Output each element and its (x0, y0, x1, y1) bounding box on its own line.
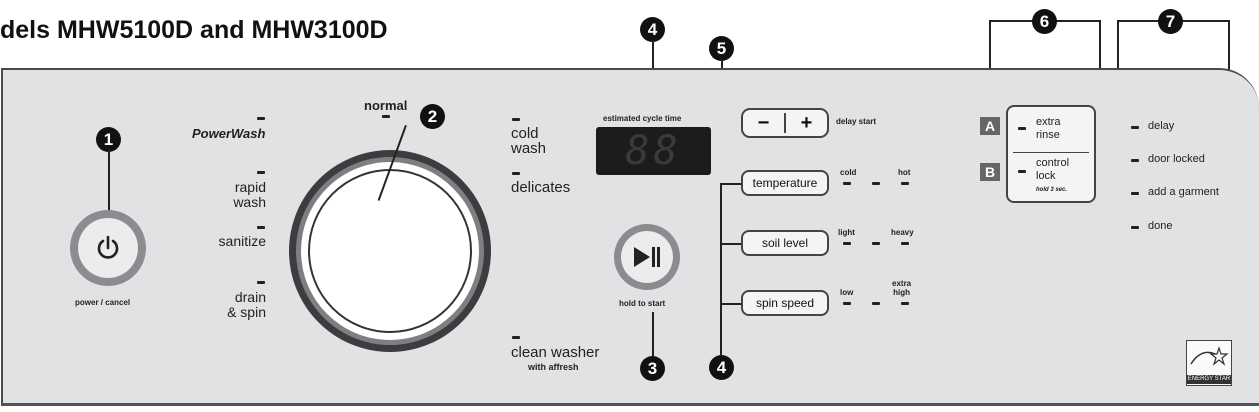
delay-plus-button[interactable]: + (800, 111, 813, 134)
callout-3: 3 (640, 356, 665, 381)
leader-7-left-down (1117, 20, 1119, 108)
energy-star-icon (1190, 346, 1229, 366)
leader-3 (652, 312, 654, 356)
soil-level-1 (843, 242, 851, 245)
temperature-low-label: cold (840, 168, 857, 177)
sanitize-label: sanitize (218, 233, 266, 249)
status-add-garment-label: add a garment (1148, 186, 1219, 198)
power-cancel-label: power / cancel (75, 298, 131, 307)
spin-level-2 (872, 302, 880, 305)
callout-7: 7 (1158, 9, 1183, 34)
callout-5: 5 (709, 36, 734, 61)
temperature-high-label: hot (898, 168, 911, 177)
temperature-level-3 (901, 182, 909, 185)
soil-low-label: light (838, 228, 855, 237)
rapid-wash-indicator (257, 171, 265, 174)
status-door-locked-label: door locked (1148, 153, 1205, 165)
normal-label: normal (364, 98, 408, 113)
power-icon (97, 235, 119, 259)
page-title: dels MHW5100D and MHW3100D (0, 16, 388, 44)
estimated-cycle-time-label: estimated cycle time (603, 114, 682, 123)
delicates-label: delicates (511, 179, 571, 196)
spin-level-3 (901, 302, 909, 305)
spin-speed-button[interactable]: spin speed (741, 290, 829, 316)
leader-6-left-down (989, 20, 991, 108)
leader-7-right-down (1228, 20, 1230, 108)
power-button[interactable] (70, 210, 146, 286)
drain-spin-indicator (257, 281, 265, 284)
control-lock-indicator (1018, 170, 1026, 173)
delay-start-buttons: − + (741, 108, 829, 138)
temperature-level-1 (843, 182, 851, 185)
bracket-4-mid (720, 243, 742, 245)
soil-high-label: heavy (891, 228, 914, 237)
status-delay-indicator (1131, 126, 1139, 129)
delicates-indicator (512, 172, 520, 175)
delay-minus-button[interactable]: − (757, 111, 770, 134)
energy-star-logo: ENERGY STAR (1186, 340, 1232, 386)
cold-wash-label: cold wash (511, 125, 547, 157)
extra-rinse-button[interactable]: extra rinse (1036, 116, 1061, 141)
play-pause-icon (634, 247, 660, 267)
cycle-selector-knob[interactable] (289, 150, 491, 352)
bracket-4-bottom (720, 303, 742, 305)
clean-washer-indicator (512, 336, 520, 339)
spin-level-1 (843, 302, 851, 305)
rapid-wash-label: rapid wash (233, 179, 266, 210)
soil-level-button[interactable]: soil level (741, 230, 829, 256)
start-pause-button[interactable] (614, 224, 680, 290)
spin-high-label: extra high (892, 279, 912, 297)
status-door-locked-indicator (1131, 159, 1139, 162)
callout-4-top: 4 (640, 17, 665, 42)
cycle-time-digits: 88 (625, 128, 682, 174)
spin-low-label: low (840, 288, 854, 297)
leader-6-right-down (1099, 20, 1101, 108)
cold-wash-indicator (512, 118, 520, 121)
with-affresh-label: with affresh (528, 362, 579, 372)
clean-washer-label: clean washer (511, 344, 600, 361)
powerwash-label: PowerWash (192, 126, 266, 141)
leader-4-bottom (720, 303, 722, 355)
temperature-button[interactable]: temperature (741, 170, 829, 196)
cycle-time-display: 88 (596, 127, 711, 175)
callout-1: 1 (96, 127, 121, 152)
hold-3-sec-label: hold 3 sec. (1036, 187, 1068, 193)
powerwash-indicator (257, 117, 265, 120)
soil-level-3 (901, 242, 909, 245)
control-lock-button[interactable]: control lock (1036, 157, 1070, 182)
soil-level-2 (872, 242, 880, 245)
leader-1 (108, 150, 110, 212)
sanitize-indicator (257, 226, 265, 229)
options-box (1006, 105, 1096, 203)
option-b-badge: B (980, 163, 1000, 181)
delay-start-label: delay start (836, 117, 877, 126)
normal-indicator (382, 115, 390, 118)
callout-6: 6 (1032, 9, 1057, 34)
status-add-garment-indicator (1131, 192, 1139, 195)
hold-to-start-label: hold to start (619, 299, 666, 308)
callout-2: 2 (420, 104, 445, 129)
option-a-badge: A (980, 117, 1000, 135)
status-done-label: done (1148, 220, 1173, 232)
extra-rinse-indicator (1018, 127, 1026, 130)
drain-spin-label: drain & spin (227, 289, 266, 320)
status-delay-label: delay (1148, 120, 1175, 132)
temperature-level-2 (872, 182, 880, 185)
bracket-4-top (720, 183, 742, 185)
callout-4-bottom: 4 (709, 355, 734, 380)
energy-star-text: ENERGY STAR (1187, 375, 1231, 384)
status-done-indicator (1131, 226, 1139, 229)
